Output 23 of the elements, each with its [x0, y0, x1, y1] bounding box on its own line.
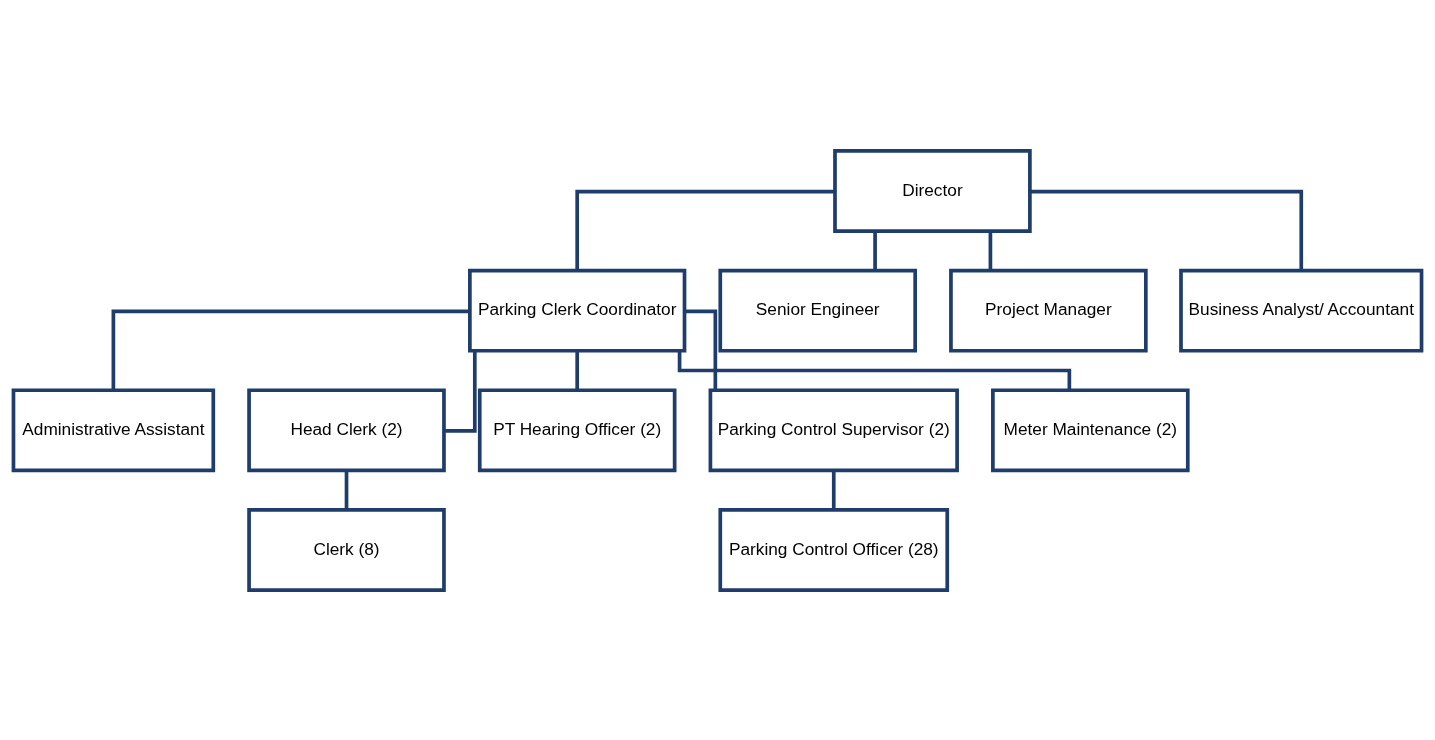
connector	[575, 189, 835, 270]
connector	[344, 470, 349, 510]
node-box: Senior Engineer	[718, 268, 917, 353]
node-box: Parking Control Supervisor (2)	[708, 387, 959, 472]
connector	[111, 308, 470, 390]
connector	[1030, 189, 1304, 270]
node-box: Administrative Assistant	[11, 387, 216, 472]
node-box: Parking Clerk Coordinator	[468, 268, 687, 353]
connector	[873, 230, 877, 270]
connector	[684, 308, 718, 390]
connector	[444, 350, 477, 433]
node-box: Director	[833, 148, 1032, 233]
node-box: Meter Maintenance (2)	[991, 387, 1190, 472]
node-box: Business Analyst/ Accountant	[1179, 268, 1424, 353]
node-box: PT Hearing Officer (2)	[477, 387, 677, 472]
node-box: Parking Control Officer (28)	[718, 507, 950, 592]
node-box: Clerk (8)	[247, 507, 446, 592]
connector	[677, 350, 1072, 390]
connector	[831, 470, 836, 510]
node-box: Head Clerk (2)	[247, 387, 446, 472]
node-box: Project Manager	[949, 268, 1148, 353]
connector	[575, 350, 580, 390]
connector	[988, 230, 993, 270]
